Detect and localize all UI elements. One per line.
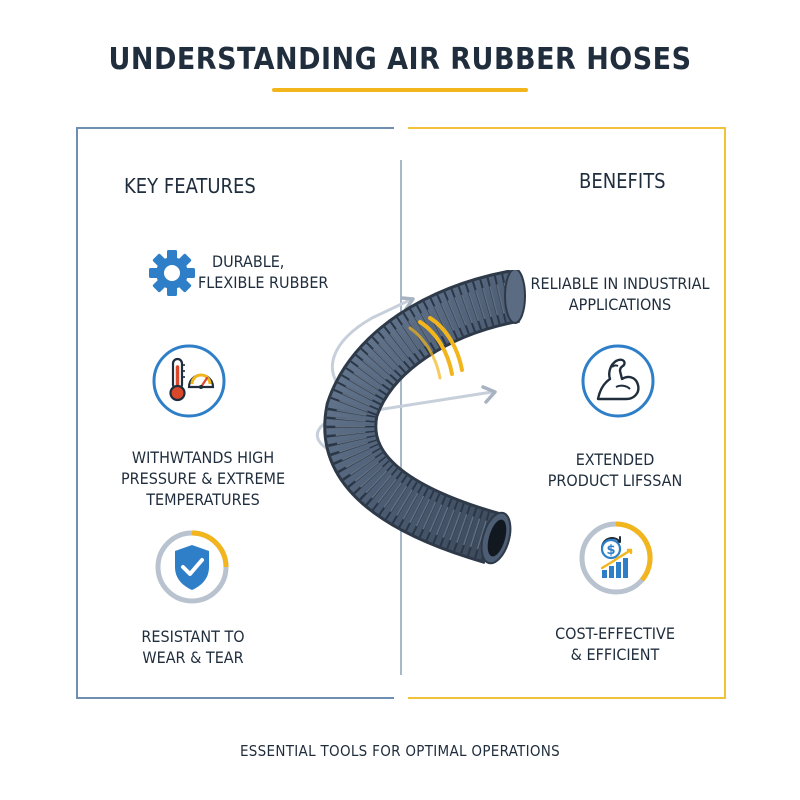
title-underline [272, 88, 528, 92]
thermometer-gauge-icon [152, 344, 226, 418]
benefit-lifespan-label: EXTENDED PRODUCT LIFSSAN [547, 450, 683, 490]
benefits-panel-frame [408, 127, 726, 699]
gear-icon [149, 250, 195, 296]
center-divider [400, 160, 402, 675]
dollar-growth-chart-icon: $ [579, 521, 653, 595]
svg-text:$: $ [606, 543, 615, 558]
benefits-heading: BENEFITS [579, 169, 666, 193]
rubber-hose-illustration [315, 270, 526, 565]
shield-check-icon [155, 530, 229, 604]
flexed-arm-icon [581, 344, 655, 418]
features-panel-frame [76, 127, 394, 699]
page-title: UNDERSTANDING AIR RUBBER HOSES [108, 42, 692, 77]
benefit-reliable-label: RELIABLE IN INDUSTRIAL APPLICATIONS [530, 274, 710, 314]
feature-durable-label: DURABLE, FLEXIBLE RUBBER [198, 252, 329, 292]
feature-pressure-label: WITHWTANDS HIGH PRESSURE & EXTREME TEMPE… [120, 448, 286, 509]
feature-wear-label: RESISTANT TO WEAR & TEAR [141, 627, 245, 667]
benefit-cost-label: COST-EFFECTIVE & EFFICIENT [555, 624, 675, 664]
features-heading: KEY FEATURES [124, 174, 256, 198]
footer-tagline: ESSENTIAL TOOLS FOR OPTIMAL OPERATIONS [239, 742, 561, 760]
